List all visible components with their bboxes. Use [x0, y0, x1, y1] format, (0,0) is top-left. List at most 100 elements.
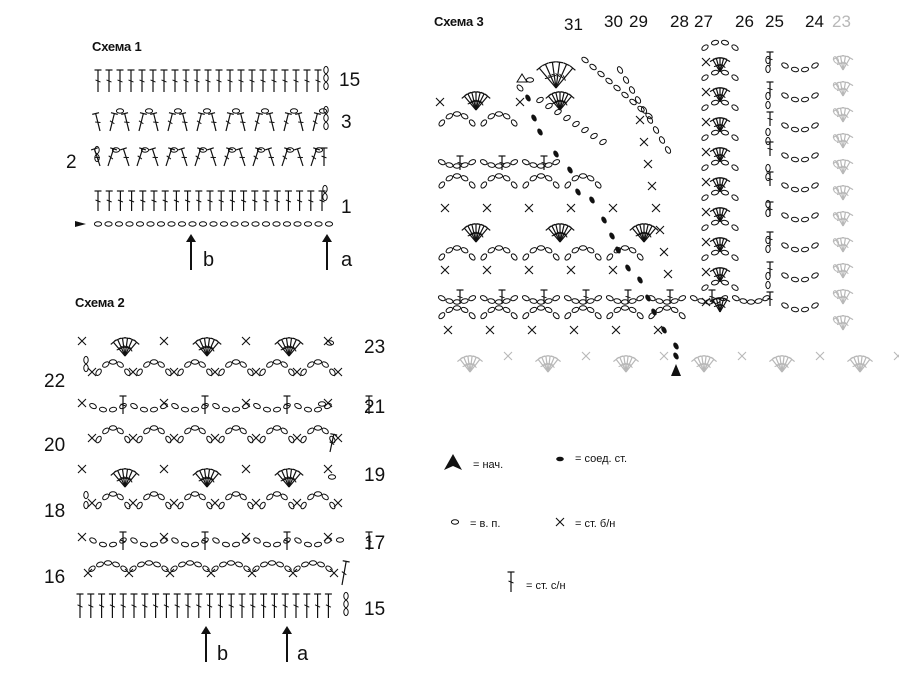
chain-stitch — [832, 160, 840, 168]
dc-stitch — [548, 61, 558, 89]
chain-stitch — [494, 111, 504, 117]
dc-stitch — [555, 61, 564, 89]
dc-stitch — [283, 112, 292, 132]
dc-stitch — [260, 593, 268, 618]
dc-top — [150, 112, 158, 115]
sc-stitch — [169, 367, 179, 377]
dc-bar — [564, 100, 568, 106]
dc-stitch — [329, 433, 338, 453]
chain-stitch — [790, 276, 800, 283]
chain-stitch — [790, 186, 800, 193]
chain-stitch — [720, 219, 730, 226]
chain-stitch — [300, 501, 307, 510]
chain-stitch — [202, 108, 212, 114]
dc-bar — [321, 155, 327, 159]
sc-stitch — [165, 568, 175, 578]
chain-stitch — [272, 359, 282, 365]
chain-stitch — [108, 425, 118, 431]
chain-stitch — [206, 435, 213, 444]
dc-top — [255, 112, 263, 115]
chain-stitch — [571, 306, 580, 313]
dc-stitch — [254, 112, 263, 132]
dc-bar — [499, 161, 505, 165]
dc-bar — [325, 604, 332, 608]
chain-stitch — [790, 306, 800, 313]
sc-stitch — [292, 433, 302, 443]
dc-bar — [151, 199, 157, 203]
chain-stitch — [322, 184, 328, 194]
dc-stitch — [469, 356, 483, 373]
scheme-2-row-number: 19 — [364, 465, 386, 486]
dc-bar — [207, 199, 213, 203]
dc-stitch — [136, 147, 147, 167]
chain-stitch — [597, 70, 605, 78]
chain-stitch — [658, 136, 666, 144]
dc-stitch — [264, 147, 275, 167]
chain-stitch — [307, 493, 315, 501]
sc-stitch — [128, 367, 138, 377]
chain-stitch — [781, 302, 789, 309]
dc-stitch — [87, 593, 95, 618]
dc-top — [846, 211, 854, 217]
dc-bar — [285, 199, 292, 203]
dc-bar — [150, 79, 156, 83]
chain-stitch — [731, 74, 739, 81]
dc-bar — [341, 571, 347, 576]
chain-stitch — [731, 224, 739, 231]
chain-stitch — [529, 175, 538, 182]
dc-stitch — [161, 190, 169, 211]
chain-stitch — [93, 221, 103, 227]
dc-bar — [282, 604, 288, 608]
dc-bar — [95, 79, 101, 83]
dc-bar — [250, 604, 256, 608]
chain-stitch — [321, 493, 329, 501]
chain-stitch — [594, 253, 602, 261]
sc-stitch — [659, 351, 669, 361]
chain-stitch — [460, 247, 469, 254]
dc-stitch — [547, 356, 561, 373]
start-marker — [671, 364, 681, 376]
dc-stitch — [116, 190, 124, 211]
chain-stitch — [710, 159, 720, 166]
dc-bar — [210, 156, 216, 159]
dc-bar — [183, 79, 189, 83]
chain-stitch — [188, 221, 197, 227]
dc-stitch — [177, 147, 188, 167]
dc-stitch — [312, 112, 321, 132]
dc-top — [846, 289, 854, 295]
chain-stitch — [678, 295, 687, 302]
dc-stitch — [226, 69, 234, 92]
chain-stitch — [190, 406, 200, 413]
chain-stitch — [811, 92, 819, 99]
chain-stitch — [720, 159, 730, 166]
dc-bar — [280, 347, 286, 351]
sc-stitch — [169, 433, 179, 443]
chain-stitch — [494, 245, 504, 251]
chain-stitch — [452, 173, 462, 179]
dc-top — [846, 133, 854, 139]
dc-stitch — [540, 155, 548, 170]
dc-bar — [293, 604, 299, 608]
dc-bar — [152, 604, 159, 608]
dc-bar — [95, 121, 101, 124]
chain-stitch — [832, 108, 840, 116]
dc-stitch — [719, 207, 731, 223]
chain-stitch — [313, 491, 323, 497]
dc-stitch — [206, 147, 217, 167]
chain-stitch — [832, 82, 840, 90]
dc-top — [342, 560, 350, 563]
dc-bar — [208, 345, 213, 350]
dc-top — [710, 356, 717, 363]
chain-stitch — [731, 164, 739, 171]
chain-stitch — [628, 306, 637, 313]
dc-bar — [205, 476, 211, 480]
chain-stitch — [280, 427, 288, 435]
dc-stitch — [625, 356, 639, 373]
scheme-1-title: Схема 1 — [92, 39, 142, 54]
chain-stitch — [276, 561, 284, 568]
chain-stitch — [468, 119, 476, 127]
dc-top — [568, 93, 575, 99]
dc-bar — [194, 79, 200, 83]
scheme-3-title: Схема 3 — [434, 14, 484, 29]
chain-stitch — [664, 146, 672, 154]
